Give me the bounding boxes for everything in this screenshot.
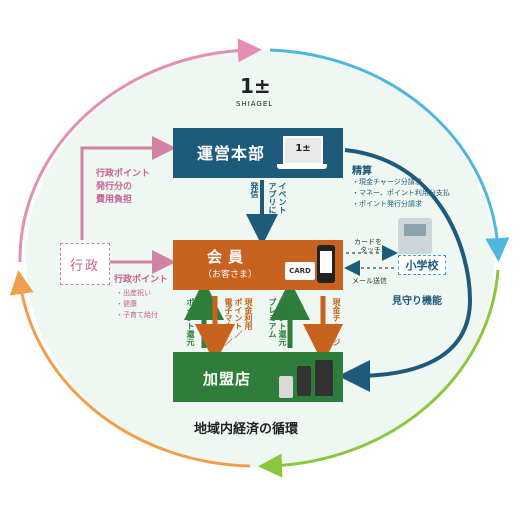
store-title: 加盟店 <box>203 370 252 388</box>
member-title: 会員 <box>207 248 250 266</box>
settlement-title: 精算 <box>352 166 372 177</box>
touch-label-2: タッチ <box>360 246 381 254</box>
app-event-label-1: アプリに <box>268 182 277 214</box>
watch-feature: 見守り機能 <box>392 296 442 307</box>
diagram-caption: 地域内経済の循環 <box>194 422 299 437</box>
lime-arc <box>258 269 500 478</box>
gov-item-1: ・出産祝い <box>116 289 151 297</box>
charge-label: 現金チャージ <box>332 298 341 346</box>
member-subtitle: （お客さま） <box>203 270 258 280</box>
emoney-label-1: 電子マネー／ <box>224 298 233 346</box>
premium-label-2: ポイント還元 <box>278 298 287 346</box>
laptop-logo: 1± <box>295 143 311 154</box>
phone-screen <box>320 251 332 273</box>
issue-label: 発信 <box>250 182 259 198</box>
app-event-label-2: イベント <box>278 182 287 214</box>
settlement-item-3: ・ポイント発行分請求 <box>352 200 422 208</box>
settlement-arrow <box>338 148 473 392</box>
admin-hq-arrow <box>80 136 176 240</box>
burden-line-3: 費用負担 <box>96 195 133 205</box>
kiosk-icon <box>398 218 432 254</box>
logo-text: SHIAGEL <box>236 100 274 108</box>
gov-points-label: 行政ポイント <box>114 275 169 285</box>
kiosk-screen <box>404 224 426 236</box>
logo-mark: 1± <box>240 74 271 98</box>
tablet-icon <box>315 360 333 396</box>
pink-arc <box>18 38 262 263</box>
smartphone-icon <box>317 245 335 283</box>
terminal-icon <box>297 366 311 396</box>
settlement-item-1: ・現金チャージ分請求 <box>352 178 422 186</box>
store-box: 加盟店 <box>173 352 343 402</box>
settlement-item-2: ・マネー、ポイント利用分支払 <box>352 189 450 197</box>
burden-line-1: 行政ポイント <box>96 169 151 179</box>
cyan-arc <box>269 48 510 262</box>
emoney-label-2: ポイント／ <box>234 298 243 338</box>
gold-arc <box>9 270 251 468</box>
mail-label: メール送信 <box>352 277 387 285</box>
card-icon: CARD <box>285 262 315 280</box>
member-box: 会員 （お客さま） CARD <box>173 240 343 290</box>
hq-title: 運営本部 <box>197 144 266 163</box>
premium-label-1: プレミアム <box>268 298 277 338</box>
qr-stand-icon <box>279 376 293 398</box>
burden-line-2: 発行分の <box>96 182 133 192</box>
school-box: 小学校 <box>398 255 446 275</box>
hq-box: 運営本部 1± <box>173 128 343 178</box>
laptop-icon: 1± <box>283 136 323 165</box>
admin-box: 行政 <box>60 243 110 285</box>
laptop-base-icon <box>277 164 327 169</box>
touch-label-1: カードを <box>354 238 382 246</box>
gov-item-3: ・子育て給付 <box>116 311 158 319</box>
emoney-label-3: 現金利用 <box>244 298 253 330</box>
gov-item-2: ・健康 <box>116 300 137 308</box>
point-return-label-left: ポイント還元 <box>186 298 195 346</box>
